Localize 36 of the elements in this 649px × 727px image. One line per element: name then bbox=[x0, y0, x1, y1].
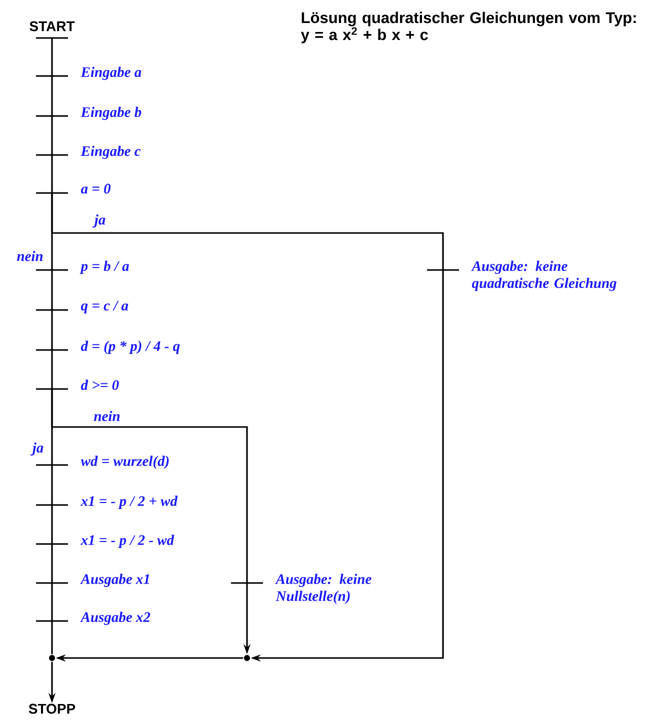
step-text: a = 0 bbox=[80, 184, 111, 194]
flow-line bbox=[51, 465, 53, 505]
flow-line bbox=[51, 155, 53, 193]
step-text: d = (p * p) / 4 - q bbox=[80, 340, 180, 354]
start-label: START bbox=[30, 21, 75, 32]
step-text: x1 = - p / 2 - wd bbox=[80, 534, 174, 548]
step-text: q = c / a bbox=[81, 300, 128, 314]
flow-line bbox=[51, 350, 53, 389]
stop-label: STOPP bbox=[28, 704, 76, 714]
step-text: Eingabe a bbox=[80, 66, 142, 80]
edge-label: nein bbox=[94, 410, 120, 422]
flow-line bbox=[51, 621, 53, 654]
edge-label: ja bbox=[92, 214, 106, 228]
title: Lösung quadratischer Gleichungen vom Typ: y = a x$^{2}$ + b x + c bbox=[300, 12, 636, 44]
step-text: p = b / a bbox=[80, 260, 129, 274]
step-text: Ausgabe: keine Nullstelle(n) bbox=[275, 574, 372, 604]
step-text: Eingabe b bbox=[80, 106, 142, 120]
flow-line bbox=[51, 389, 248, 583]
edge-label: nein bbox=[17, 250, 43, 262]
step-text: Ausgabe x2 bbox=[80, 612, 150, 625]
flow-line bbox=[51, 76, 53, 116]
step-text: x1 = - p / 2 + wd bbox=[80, 496, 178, 509]
flow-line bbox=[51, 544, 53, 583]
step-text: Eingabe c bbox=[80, 146, 141, 159]
flow-line bbox=[51, 310, 53, 350]
step-text: Ausgabe x1 bbox=[80, 574, 150, 587]
edge-label: ja bbox=[30, 442, 44, 456]
flow-line bbox=[51, 270, 53, 310]
flow-line bbox=[51, 505, 53, 544]
flow-line bbox=[51, 583, 53, 621]
flow-line bbox=[51, 116, 53, 155]
flow-line bbox=[51, 38, 53, 76]
step-text: d >= 0 bbox=[80, 380, 119, 390]
flow-line bbox=[51, 193, 444, 270]
step-text: wd = wurzel(d) bbox=[80, 456, 169, 469]
step-text: Ausgabe: keine quadratische Gleichung bbox=[471, 260, 616, 291]
